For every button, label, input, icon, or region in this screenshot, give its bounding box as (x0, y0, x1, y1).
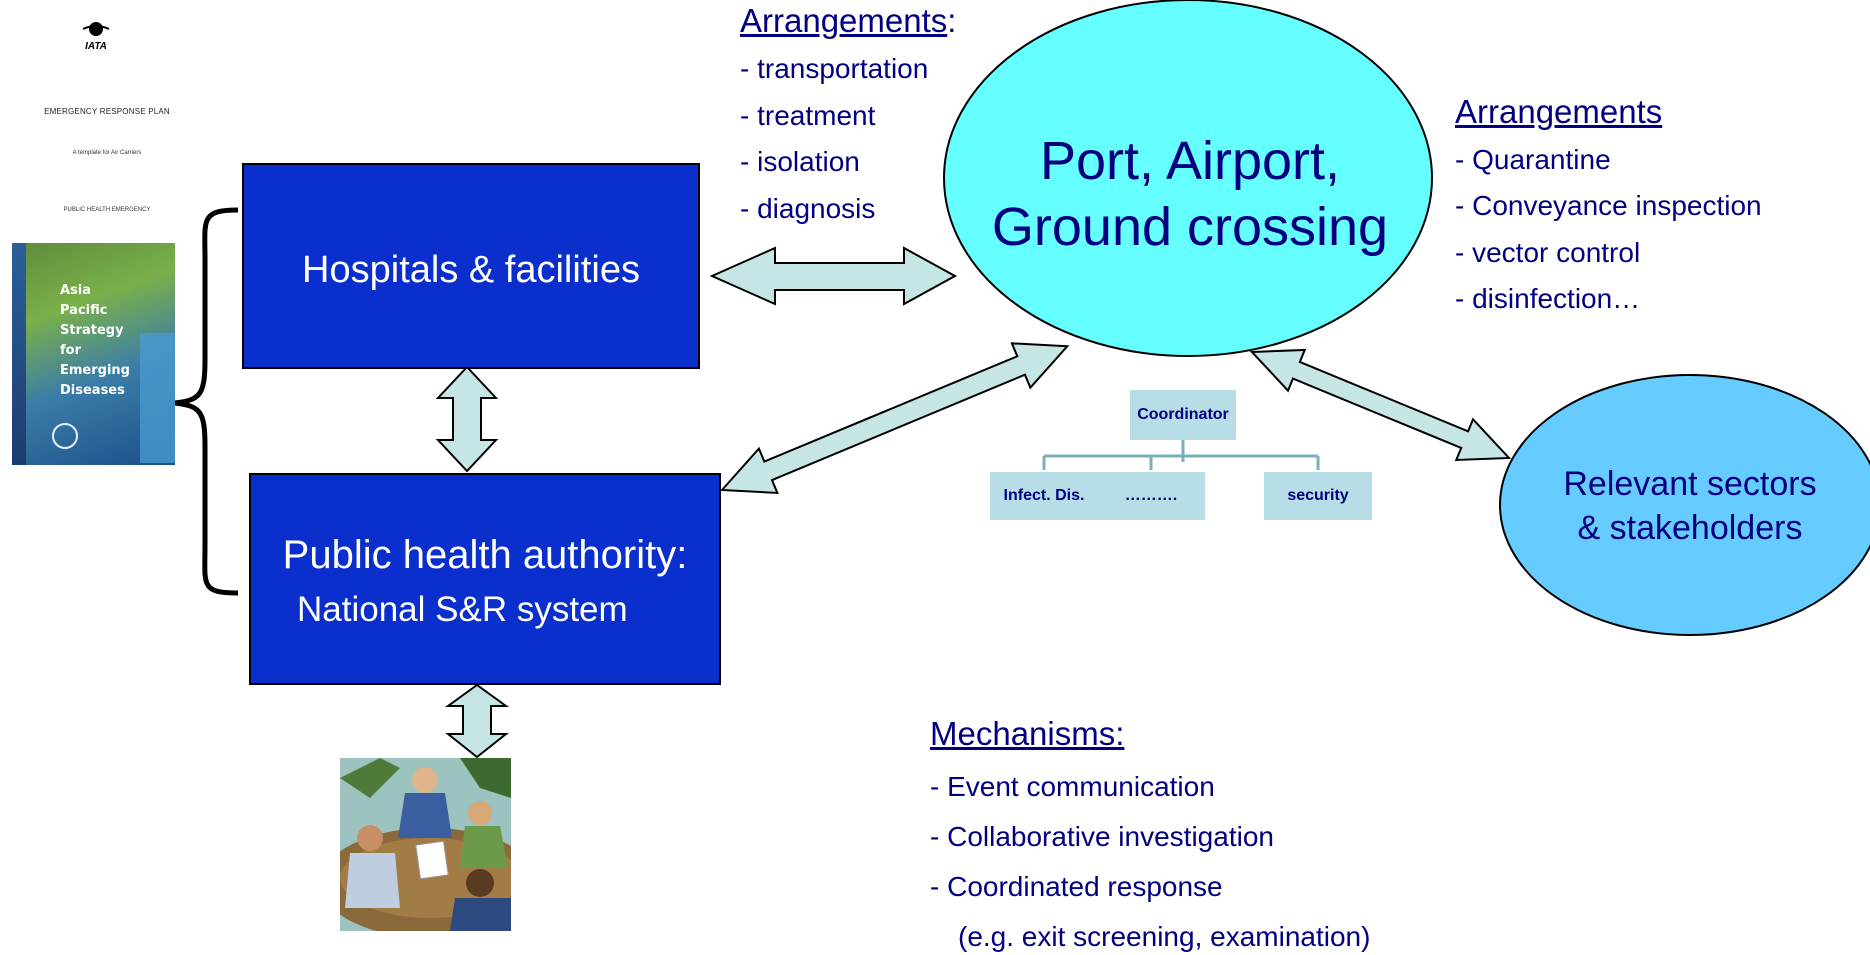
arrangement-item: - diagnosis (740, 193, 876, 224)
surveillance-system-label: National S&R system (297, 590, 628, 629)
globe-icon (82, 22, 110, 36)
port-label: Port, Airport, Ground crossing (991, 131, 1389, 257)
arrow-publichealth-port (719, 342, 1070, 495)
arrangement-item: - treatment (740, 100, 876, 131)
cover-spine (12, 243, 26, 465)
erp-title: EMERGENCY RESPONSE PLAN (44, 107, 170, 116)
erp-public-health: PUBLIC HEALTH EMERGENCY (63, 207, 151, 213)
org-child-security: security (1264, 472, 1372, 520)
arrow-hospitals-publichealth (435, 365, 499, 473)
arrangements-left-colon: : (947, 2, 957, 39)
public-health-box: Public health authority: National S&R sy… (249, 473, 721, 685)
arrangement-item: - disinfection… (1455, 283, 1641, 314)
arrangement-item: - transportation (740, 53, 929, 84)
arrangements-left-heading: Arrangements (740, 2, 948, 39)
arrangement-item: - vector control (1455, 237, 1641, 268)
public-health-label: Public health authority: (282, 533, 688, 577)
meeting-illustration (340, 758, 511, 931)
iata-logo: IATA (70, 20, 122, 52)
org-child-infectious-diseases: Infect. Dis. (990, 472, 1098, 520)
cover-panel (140, 333, 175, 463)
arrangement-item: - isolation (740, 146, 860, 177)
port-ellipse (943, 0, 1433, 357)
org-connectors (1042, 440, 1320, 470)
curly-brace (174, 207, 239, 596)
erp-subtitle: A template for Air Carriers (72, 150, 142, 156)
arrangements-right-heading: Arrangements (1455, 93, 1663, 130)
mechanism-item: - Event communication (930, 771, 1215, 802)
arrow-port-sectors (1249, 348, 1512, 462)
org-child-placeholder: ………. (1097, 472, 1205, 520)
iata-logo-text: IATA (85, 41, 107, 52)
who-emblem-icon (52, 423, 78, 449)
hospitals-box: Hospitals & facilities (242, 163, 700, 369)
mechanism-item: (e.g. exit screening, examination) (958, 921, 1371, 952)
mechanism-item: - Collaborative investigation (930, 821, 1274, 852)
arrow-hospitals-port (709, 246, 958, 306)
arrangements-left-heading-row: Arrangements: (740, 2, 956, 40)
sectors-label: Relevant sectors & stakeholders (1563, 465, 1817, 547)
cover-title: Asia Pacific Strategy for Emerging Disea… (60, 283, 130, 398)
hospitals-label: Hospitals & facilities (302, 249, 640, 291)
meeting-clipart (340, 758, 511, 931)
mechanisms-heading: Mechanisms: (930, 715, 1125, 752)
strategy-cover: Asia Pacific Strategy for Emerging Disea… (12, 243, 175, 465)
arrangement-item: - Conveyance inspection (1455, 190, 1762, 221)
mechanism-item: - Coordinated response (930, 871, 1223, 902)
org-coordinator: Coordinator (1130, 390, 1236, 440)
arrangement-item: - Quarantine (1455, 144, 1611, 175)
arrow-publichealth-meeting (444, 683, 510, 759)
sectors-ellipse (1499, 374, 1870, 636)
